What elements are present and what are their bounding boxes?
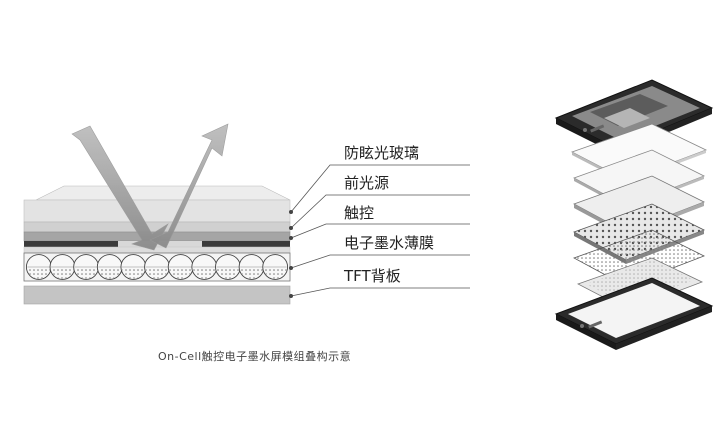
microcapsule	[73, 254, 99, 280]
glass-layer-top	[35, 185, 291, 201]
label-eink: 电子墨水薄膜	[344, 234, 434, 252]
microcapsule	[215, 254, 241, 280]
leader-glass	[290, 164, 470, 213]
label-tft: TFT背板	[343, 267, 401, 285]
diagram-caption: On-Cell触控电子墨水屏模组叠构示意	[158, 349, 351, 363]
device-back-housing	[554, 277, 714, 350]
microcapsule	[144, 254, 170, 280]
leader-frontlight	[290, 194, 470, 229]
microcapsule	[262, 254, 289, 280]
leader-tft	[290, 287, 470, 297]
microcapsule	[238, 254, 265, 280]
microcapsule	[49, 254, 76, 280]
frontlight-layer	[23, 221, 291, 233]
label-glass: 防眩光玻璃	[344, 144, 419, 162]
microcapsule	[96, 254, 123, 280]
leader-eink	[290, 254, 470, 269]
microcapsule	[167, 254, 194, 280]
reflected-light-arrow	[149, 123, 229, 249]
spacer-layer	[23, 246, 291, 254]
exploded-device-view	[554, 79, 714, 350]
leader-lines	[290, 164, 470, 297]
microcapsule	[120, 254, 147, 280]
leader-dots	[289, 210, 293, 298]
glass-layer	[23, 199, 291, 223]
microcapsule	[25, 254, 52, 280]
leader-touch	[290, 223, 470, 239]
microcapsule-row	[25, 254, 289, 280]
incident-light-arrow	[71, 125, 169, 251]
dark-strip-right	[202, 241, 290, 247]
label-frontlight: 前光源	[344, 174, 389, 192]
cross-section	[23, 123, 291, 305]
dark-strip-left	[24, 241, 118, 247]
tft-layer	[23, 285, 291, 305]
microcapsule	[191, 254, 218, 280]
label-touch: 触控	[344, 204, 374, 222]
